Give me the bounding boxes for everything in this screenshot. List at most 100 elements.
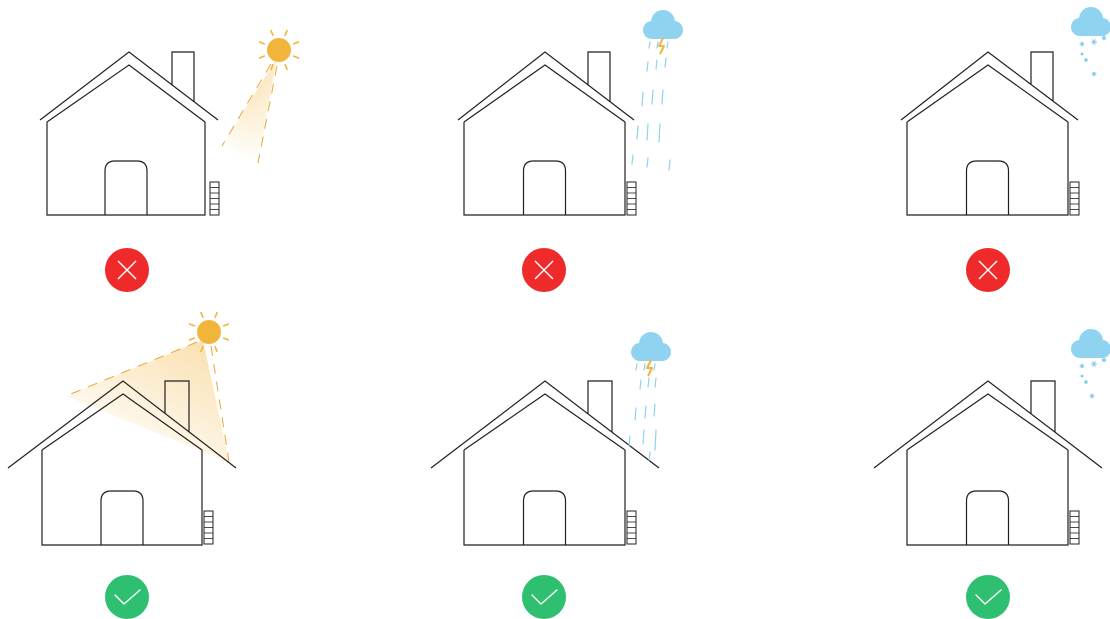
door xyxy=(967,161,1009,215)
sun-ray xyxy=(201,313,203,318)
panel-6 xyxy=(874,329,1110,619)
door xyxy=(524,491,566,545)
house-inner-roof xyxy=(907,394,1068,450)
rain-drop xyxy=(643,430,644,444)
cloud-icon xyxy=(643,10,683,39)
sun-disc xyxy=(197,320,221,344)
cross-icon xyxy=(522,248,566,292)
rain-drop xyxy=(652,90,653,104)
cloud-icon xyxy=(1071,7,1110,36)
snowflake xyxy=(1081,53,1084,56)
rain-drop xyxy=(629,436,630,446)
sun-ray xyxy=(294,56,299,58)
panel-4 xyxy=(8,313,236,619)
chimney xyxy=(588,381,612,432)
sun-ray xyxy=(260,42,265,44)
rain-drop xyxy=(655,378,656,387)
cross-icon xyxy=(966,248,1010,292)
rain-drop xyxy=(667,42,668,48)
sun-ray xyxy=(215,313,217,318)
house-wall xyxy=(47,122,205,215)
door xyxy=(967,491,1009,545)
panel-3 xyxy=(901,7,1110,292)
rain-drop xyxy=(636,364,637,370)
rain-drop xyxy=(649,452,650,460)
rain-drop xyxy=(637,126,638,139)
snowflake xyxy=(1084,58,1088,61)
snowflake xyxy=(1081,375,1084,378)
wall-unit-icon xyxy=(1070,511,1079,544)
rain-drop xyxy=(656,60,657,69)
sun-icon xyxy=(260,31,299,70)
status-badge xyxy=(522,575,566,619)
door xyxy=(101,491,143,545)
snowflake xyxy=(1102,36,1107,40)
rain-drop xyxy=(669,160,670,170)
sun-disc xyxy=(267,38,291,62)
chimney xyxy=(1031,52,1053,101)
rain-drop xyxy=(654,404,655,416)
snowflake xyxy=(1084,380,1088,383)
status-badge xyxy=(105,575,149,619)
status-badge xyxy=(966,575,1010,619)
chimney xyxy=(172,52,194,102)
cloud-icon xyxy=(1071,329,1110,358)
snowflake xyxy=(1091,39,1097,44)
house-wall xyxy=(907,450,1068,545)
sun-ray xyxy=(215,347,217,352)
rain-drop xyxy=(662,90,663,104)
snowflake xyxy=(1080,364,1085,368)
rain-drop xyxy=(647,124,648,140)
rain-icon xyxy=(632,10,683,170)
wall-unit-icon xyxy=(210,182,219,215)
snowflake xyxy=(1080,42,1085,46)
snow-icon xyxy=(1071,7,1110,76)
snowflake xyxy=(1090,394,1095,398)
house-wall xyxy=(464,450,625,545)
lightning-bolt xyxy=(647,360,652,376)
rain-drop xyxy=(640,380,641,389)
sun-ray xyxy=(271,31,273,36)
rain-drop xyxy=(654,364,655,370)
rain-drop xyxy=(645,406,646,418)
rain-drop xyxy=(649,42,650,48)
rain-drop xyxy=(665,58,666,67)
cloud-base xyxy=(1080,348,1102,358)
rain-drop xyxy=(655,430,656,450)
wall-unit-icon xyxy=(1070,182,1079,215)
cloud-icon xyxy=(631,332,671,361)
check-icon xyxy=(522,575,566,619)
sun-ray xyxy=(285,65,287,70)
snowflake xyxy=(1092,72,1097,76)
house-wall xyxy=(907,122,1068,215)
rain-drop xyxy=(635,408,636,420)
sun-ray xyxy=(190,324,195,326)
house-inner-roof xyxy=(464,394,625,450)
check-icon xyxy=(105,575,149,619)
rain-drop xyxy=(659,124,660,142)
sun-ray xyxy=(224,338,229,340)
snow-icon xyxy=(1071,329,1110,398)
snowflake xyxy=(1102,358,1107,362)
house-inner-roof xyxy=(464,65,625,122)
house-wall xyxy=(464,122,625,215)
house-wall xyxy=(42,450,202,545)
sun-ray xyxy=(224,324,229,326)
cloud-base xyxy=(1080,26,1102,36)
panel-1 xyxy=(40,31,298,292)
wall-unit-icon xyxy=(627,511,636,544)
rain-drop xyxy=(632,155,633,164)
rain-drop xyxy=(657,42,658,48)
panel-5 xyxy=(431,332,671,619)
rain-drop xyxy=(647,62,648,71)
rain-drop xyxy=(644,364,645,370)
chimney xyxy=(588,52,610,102)
chimney xyxy=(1031,381,1055,432)
cloud-base xyxy=(640,351,662,361)
snowflake xyxy=(1091,361,1097,366)
rain-drop xyxy=(647,158,648,167)
cross-icon xyxy=(105,248,149,292)
rain-drop xyxy=(642,92,643,106)
sun-ray xyxy=(260,56,265,58)
